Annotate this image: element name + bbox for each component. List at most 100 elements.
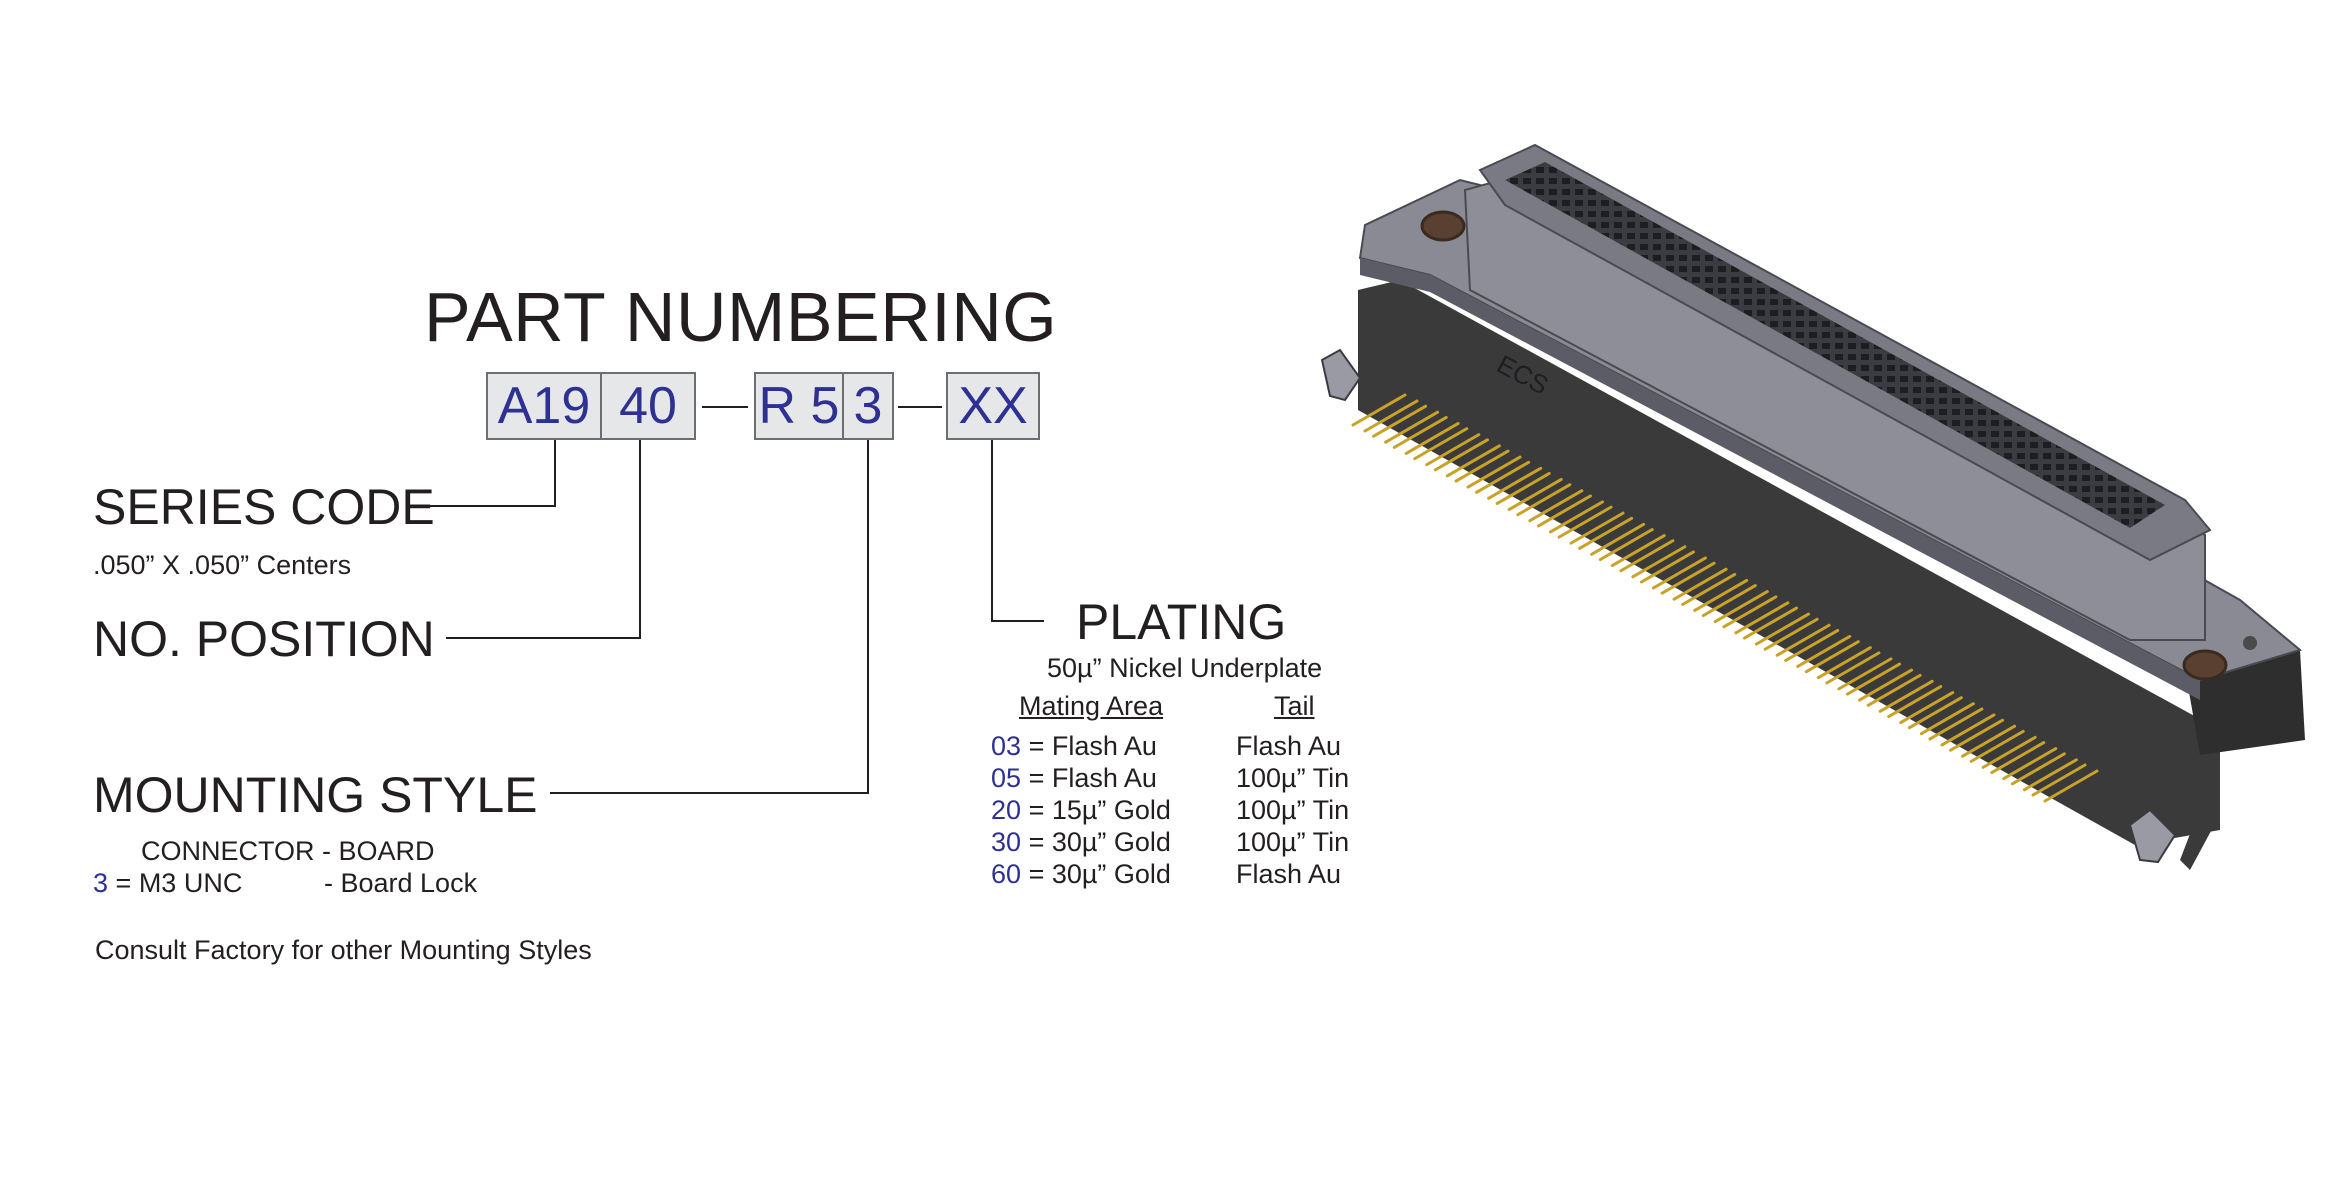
mounting-hole-left [1420,210,1466,242]
gold-tail-pin [1846,662,1902,696]
gold-tail-pin [1425,433,1481,467]
gold-tail-pin [1445,444,1501,478]
plating-tail: 100µ” Tin [1236,763,1350,793]
leader-mounting-style [550,440,869,794]
gold-tail-pin [1557,505,1613,539]
gold-tail-pin [1610,534,1666,568]
gold-tail-pin [1433,438,1489,472]
gold-tail-pin [1990,741,2046,775]
gold-tail-pin [1969,729,2025,763]
gold-tail-pin [1495,471,1551,505]
gold-tail-pin [1981,735,2037,769]
gold-tail-pin [1466,455,1522,489]
gold-tail-pin [1487,466,1543,500]
leader-lines [418,406,1044,794]
board-lock-left [1320,348,1362,402]
plating-box: XX [946,372,1040,440]
mounting-option-row: 3 = M3 UNC [93,870,242,897]
leader-series-code [418,440,556,507]
plating-note: 50µ” Nickel Underplate [1047,653,1323,683]
gold-tail-pin [1775,623,1831,657]
gold-tail-pin [1899,691,1955,725]
plating-mating: = 30µ” Gold [1028,859,1171,889]
gold-tail-pin [1536,494,1592,528]
plating-code: 30 [991,827,1022,857]
plating-tail: 100µ” Tin [1236,827,1350,857]
gold-tail-pin [1578,516,1634,550]
board-lock-right [2128,808,2177,864]
gold-tail-pin [1384,410,1440,444]
mounting-option-code: 3 [93,868,109,898]
gold-tail-pin [1755,612,1811,646]
plating-col-mating: Mating Area [1019,691,1164,721]
plating-tail: Flash Au [1236,859,1342,889]
series-code-box: A19 [486,372,602,440]
gold-tail-pin [1507,477,1563,511]
gold-tail-pin [1743,606,1799,640]
gold-tail-pin [2022,758,2078,792]
gold-tail-pin [1837,657,1893,691]
gold-tail-pin [1590,522,1646,556]
gold-tail-pin [1631,545,1687,579]
gold-tail-pin [1887,685,1943,719]
gold-tail-pin [1878,679,1934,713]
gold-tail-pin [1796,634,1852,668]
mounting-hole-right [2182,649,2228,681]
gold-tail-pin [1363,399,1419,433]
plating-row: 05 = Flash Au [991,765,1157,792]
gold-tail-pin [1722,595,1778,629]
gold-tail-pin [1516,483,1572,517]
plating-code: 05 [991,763,1022,793]
gold-tail-pin [1372,404,1428,438]
gold-tails [1351,393,2099,803]
series-code-label: SERIES CODE [93,479,435,535]
gold-tail-pin [1949,718,2005,752]
gold-tail-pin [1548,500,1604,534]
mounting-option-board: - Board Lock [324,868,478,898]
gold-tail-pin [1660,561,1716,595]
gold-tail-pin [1713,590,1769,624]
no-position-label: NO. POSITION [93,611,435,667]
gold-tail-pin [1351,393,1407,427]
plating-code: 60 [991,859,1022,889]
plating-mating: = Flash Au [1028,731,1157,761]
gold-tail-pin [1413,427,1469,461]
page-title: PART NUMBERING [424,278,1058,356]
small-hole [2243,636,2257,650]
gold-tail-pin [2043,769,2099,803]
plating-mating: = Flash Au [1028,763,1157,793]
style-prefix-box: R 5 [754,372,844,440]
gold-tail-pin [1858,668,1914,702]
plating-code: 20 [991,795,1022,825]
plating-col-tail: Tail [1274,691,1315,721]
contact-array [1505,162,2165,528]
gold-tail-pin [2002,747,2058,781]
leader-plating [991,440,1044,622]
gold-tail-pin [1734,601,1790,635]
gold-tail-pin [1928,707,1984,741]
mounting-footnote: Consult Factory for other Mounting Style… [95,935,592,965]
gold-tail-pin [1392,415,1448,449]
gold-tail-pin [1651,556,1707,590]
gold-tail-pin [2010,752,2066,786]
plating-mating: = 15µ” Gold [1028,795,1171,825]
plating-mating: = 30µ” Gold [1028,827,1171,857]
gold-tail-pin [1528,489,1584,523]
mounting-style-label: MOUNTING STYLE [93,767,538,823]
gold-tail-pin [1804,640,1860,674]
plating-row: 30 = 30µ” Gold [991,829,1171,856]
leader-no-position [446,440,641,639]
gold-tail-pin [1693,578,1749,612]
gold-tail-pin [1619,539,1675,573]
gold-tail-pin [1404,421,1460,455]
gold-tail-pin [1701,584,1757,618]
plating-tail: Flash Au [1236,731,1342,761]
plating-code: 03 [991,731,1022,761]
gold-tail-pin [1866,673,1922,707]
gold-tail-pin [2031,763,2087,797]
gold-tail-pin [1825,651,1881,685]
mounting-style-box: 3 [842,372,894,440]
gold-tail-pin [1961,724,2017,758]
gold-tail-pin [1907,696,1963,730]
gold-tail-pin [1784,628,1840,662]
